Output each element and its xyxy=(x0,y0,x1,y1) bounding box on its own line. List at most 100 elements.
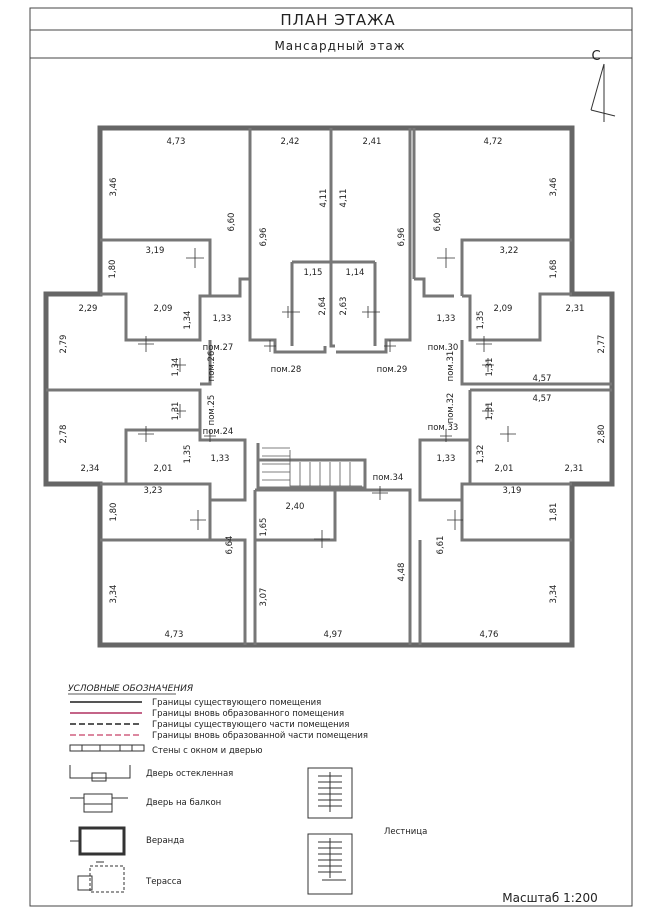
room-label: пом.29 xyxy=(377,365,408,375)
dimension-label: 2,09 xyxy=(154,304,173,314)
dimension-label: 2,80 xyxy=(597,425,607,444)
dimension-label: 2,77 xyxy=(597,335,607,354)
dimension-label: 1,68 xyxy=(549,260,559,279)
dimension-label: 1,15 xyxy=(304,268,323,278)
dimension-label: 3,22 xyxy=(500,246,519,256)
dimension-label: 3,07 xyxy=(259,588,269,607)
page-subtitle: Мансардный этаж xyxy=(274,39,405,53)
room-label: пом.25 xyxy=(207,395,217,426)
room-label: пом.33 xyxy=(428,423,459,433)
door-markers xyxy=(138,248,516,548)
dimension-label: 6,96 xyxy=(259,228,269,247)
dimension-label: 1,35 xyxy=(476,311,486,330)
dimension-label: 2,63 xyxy=(339,297,349,316)
legend-label: Границы существующего помещения xyxy=(152,698,321,708)
dimension-label: 1,33 xyxy=(213,314,232,324)
legend-label: Границы вновь образованной части помещен… xyxy=(152,731,368,741)
dimension-labels: 4,73 2,42 2,41 4,72 3,46 6,60 6,96 4,11 … xyxy=(59,137,607,640)
dimension-label: 4,97 xyxy=(324,630,343,640)
dimension-label: 3,23 xyxy=(144,486,163,496)
room-label: пом.27 xyxy=(203,343,234,353)
dimension-label: 6,64 xyxy=(225,536,235,555)
legend: УСЛОВНЫЕ ОБОЗНАЧЕНИЯ Границы существующе… xyxy=(68,684,427,895)
interior-walls xyxy=(46,128,612,645)
dimension-label: 2,78 xyxy=(59,425,69,444)
legend-label: Границы вновь образованного помещения xyxy=(152,709,344,719)
room-label: пом.30 xyxy=(428,343,459,353)
building-outline xyxy=(43,125,615,648)
dimension-label: 2,34 xyxy=(81,464,100,474)
scale-label: Масштаб 1:200 xyxy=(502,891,597,905)
dimension-label: 1,80 xyxy=(108,260,118,279)
room-label: пом.28 xyxy=(271,365,302,375)
dimension-label: 1,80 xyxy=(109,503,119,522)
dimension-label: 4,48 xyxy=(397,563,407,582)
dimension-label: 4,11 xyxy=(339,189,349,208)
dimension-label: 1,33 xyxy=(437,314,456,324)
compass-letter: С xyxy=(591,49,600,64)
dimension-label: 6,61 xyxy=(436,536,446,555)
dimension-label: 1,35 xyxy=(183,445,193,464)
room-label: пом.34 xyxy=(373,473,404,483)
dimension-label: 2,01 xyxy=(495,464,514,474)
dimension-label: 2,40 xyxy=(286,502,305,512)
glazed-door-icon xyxy=(69,765,131,782)
dimension-label: 4,73 xyxy=(165,630,184,640)
legend-label: Лестница xyxy=(384,827,427,837)
dimension-label: 6,60 xyxy=(227,213,237,232)
page-title: ПЛАН ЭТАЖА xyxy=(280,11,395,29)
terrace-icon xyxy=(77,861,125,893)
dimension-label: 1,31 xyxy=(485,402,495,421)
sheet-frame xyxy=(29,7,633,907)
dimension-label: 2,64 xyxy=(318,297,328,316)
dimension-label: 1,31 xyxy=(485,358,495,377)
dimension-label: 1,14 xyxy=(346,268,365,278)
dimension-label: 4,72 xyxy=(484,137,503,147)
dimension-label: 4,76 xyxy=(480,630,499,640)
room-label: пом.26 xyxy=(207,351,217,382)
dimension-label: 6,96 xyxy=(397,228,407,247)
dimension-label: 3,46 xyxy=(549,178,559,197)
room-label: пом.24 xyxy=(203,427,234,437)
dimension-label: 2,31 xyxy=(566,304,585,314)
dimension-label: 1,33 xyxy=(211,454,230,464)
legend-label: Веранда xyxy=(146,836,184,846)
room-label: пом.32 xyxy=(446,393,456,424)
legend-label: Границы существующего части помещения xyxy=(152,720,349,730)
dimension-label: 1,32 xyxy=(476,445,486,464)
dimension-label: 2,01 xyxy=(154,464,173,474)
legend-label: Дверь на балкон xyxy=(146,798,221,808)
dimension-label: 4,73 xyxy=(167,137,186,147)
veranda-icon xyxy=(70,826,126,856)
dimension-label: 2,41 xyxy=(363,137,382,147)
dimension-label: 1,65 xyxy=(259,518,269,537)
dimension-label: 6,60 xyxy=(433,213,443,232)
dimension-label: 3,34 xyxy=(109,585,119,604)
dimension-label: 3,19 xyxy=(503,486,522,496)
legend-label: Дверь остекленная xyxy=(146,769,233,779)
dimension-label: 2,09 xyxy=(494,304,513,314)
legend-label: Стены с окном и дверью xyxy=(152,746,263,756)
balcony-door-icon xyxy=(70,793,128,813)
dimension-label: 2,29 xyxy=(79,304,98,314)
dimension-label: 2,42 xyxy=(281,137,300,147)
legend-heading: УСЛОВНЫЕ ОБОЗНАЧЕНИЯ xyxy=(68,684,193,694)
dimension-label: 1,33 xyxy=(437,454,456,464)
dimension-label: 3,46 xyxy=(109,178,119,197)
room-labels: пом.27 пом.26 пом.28 пом.29 пом.30 пом.3… xyxy=(203,343,459,483)
wall-window-door-icon xyxy=(69,744,145,752)
dimension-label: 2,31 xyxy=(565,464,584,474)
staircase-icon xyxy=(262,447,362,487)
stairs-legend-icon xyxy=(307,767,353,895)
dimension-label: 4,57 xyxy=(533,374,552,384)
dimension-label: 4,57 xyxy=(533,394,552,404)
north-arrow-icon xyxy=(590,63,616,122)
dimension-label: 3,34 xyxy=(549,585,559,604)
dimension-label: 1,81 xyxy=(549,503,559,522)
dimension-label: 2,79 xyxy=(59,335,69,354)
dimension-label: 1,31 xyxy=(171,402,181,421)
dimension-label: 3,19 xyxy=(146,246,165,256)
dimension-label: 1,34 xyxy=(171,358,181,377)
room-label: пом.31 xyxy=(446,351,456,382)
